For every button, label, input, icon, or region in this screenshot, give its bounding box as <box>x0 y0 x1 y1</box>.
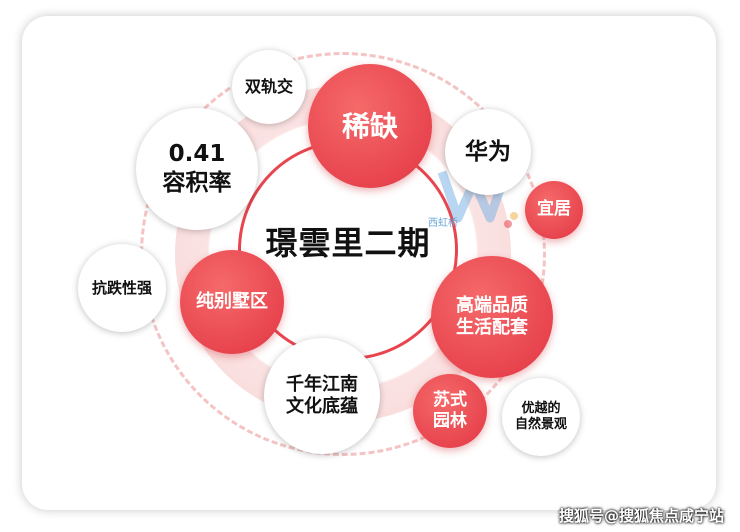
center-title: 璟雲里二期 <box>265 224 431 262</box>
node-suzhou-garden: 苏式 园林 <box>413 374 487 448</box>
node-dual-rail: 双轨交 <box>232 50 306 124</box>
node-quality-amenities: 高端品质 生活配套 <box>431 256 553 378</box>
node-culture: 千年江南 文化底蕴 <box>264 338 380 454</box>
node-huawei: 华为 <box>445 109 531 195</box>
watermark-text: 西虹桥 <box>428 218 458 229</box>
footer-credit: 搜狐号@搜狐焦点咸宁站 <box>558 507 724 525</box>
node-plot-ratio: 0.41 容积率 <box>136 108 258 230</box>
node-scarcity: 稀缺 <box>308 64 432 188</box>
node-livable: 宜居 <box>525 181 583 239</box>
node-natural-scenery: 优越的 自然景观 <box>502 378 580 456</box>
node-villa-district: 纯别墅区 <box>180 250 284 354</box>
node-anti-fall: 抗跌性强 <box>78 244 166 332</box>
